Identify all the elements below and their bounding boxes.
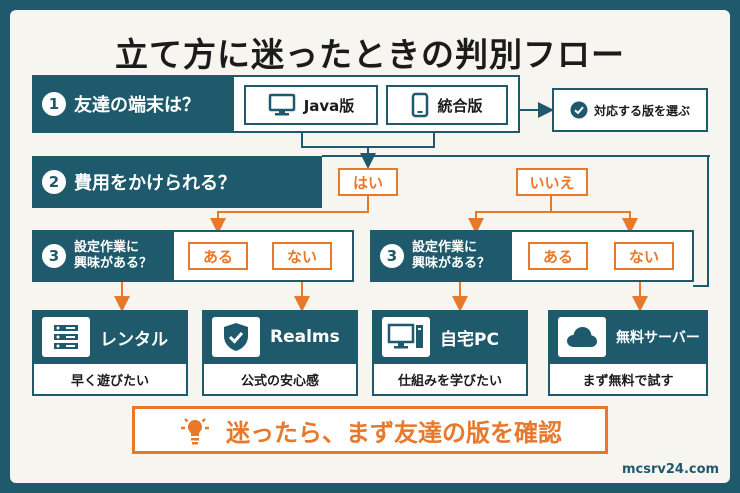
question-3-right-line1: 設定作業に [412,240,478,255]
q1-result-box: 対応する版を選ぶ [552,88,708,132]
answer-left-yes[interactable]: ある [188,242,248,270]
result-card-home-pc[interactable]: 自宅PC [372,310,528,364]
result-sub-realms: 公式の安心感 [202,364,358,396]
answer-yes-cost[interactable]: はい [338,168,398,196]
step-number-3-left: 3 [42,244,66,268]
q1-result-text: 対応する版を選ぶ [593,103,690,118]
question-3-left-line1: 設定作業に [74,240,140,255]
result-sub-free-server: まず無料で試す [548,364,708,396]
canvas: 立て方に迷ったときの判別フロー 1 友達の端末は？ Java版 統合版 対応する… [10,10,730,483]
server-icon [42,317,90,357]
step-number-1: 1 [42,92,66,116]
question-3-right-text: 設定作業に興味がある？ [412,240,490,272]
page-title: 立て方に迷ったときの判別フロー [115,35,625,74]
result-label-rental: レンタル [100,329,168,350]
option-bedrock[interactable]: 統合版 [386,85,508,125]
answer-no-cost[interactable]: いいえ [516,168,588,196]
question-3-left-line2: 興味がある？ [74,256,153,271]
option-java-label: Java版 [303,96,355,115]
monitor-icon [268,93,295,116]
question-3-left-text: 設定作業に興味がある？ [74,240,152,272]
result-label-realms: Realms [270,327,340,347]
check-circle-icon [570,101,588,119]
question-3-left-bar: 3 設定作業に興味がある？ [32,230,174,282]
site-url[interactable]: mcsrv24.com [622,462,720,477]
result-card-rental[interactable]: レンタル [32,310,188,364]
question-3-right-line2: 興味がある？ [412,256,491,271]
result-sub-home-pc: 仕組みを学びたい [372,364,528,396]
result-card-free-server[interactable]: 無料サーバー [548,310,708,364]
q2-top-border [322,155,710,157]
final-tip-text: 迷ったら、まず友達の版を確認 [226,418,562,447]
step-number-2: 2 [42,170,66,194]
shield-check-icon [212,317,260,357]
question-1-bar: 1 友達の端末は？ [32,75,232,133]
question-2-text: 費用をかけられる？ [74,173,236,194]
final-tip-box: 迷ったら、まず友達の版を確認 [132,406,608,454]
question-2-bar: 2 費用をかけられる？ [32,156,322,208]
smartphone-icon [412,92,429,118]
option-java[interactable]: Java版 [244,85,378,125]
answer-right-no[interactable]: ない [614,242,674,270]
flow-connectors [114,102,709,312]
answer-right-yes[interactable]: ある [528,242,588,270]
result-label-home-pc: 自宅PC [440,329,499,350]
step-number-3-right: 3 [380,244,404,268]
lightbulb-icon [181,418,209,445]
result-label-free-server: 無料サーバー [616,330,700,346]
cloud-icon [558,317,606,357]
result-card-realms[interactable]: Realms [202,310,358,364]
question-3-right-bar: 3 設定作業に興味がある？ [370,230,512,282]
desktop-pc-icon [382,317,430,357]
result-sub-rental: 早く遊びたい [32,364,188,396]
option-bedrock-label: 統合版 [437,96,483,115]
question-1-text: 友達の端末は？ [74,95,200,116]
answer-left-no[interactable]: ない [272,242,332,270]
